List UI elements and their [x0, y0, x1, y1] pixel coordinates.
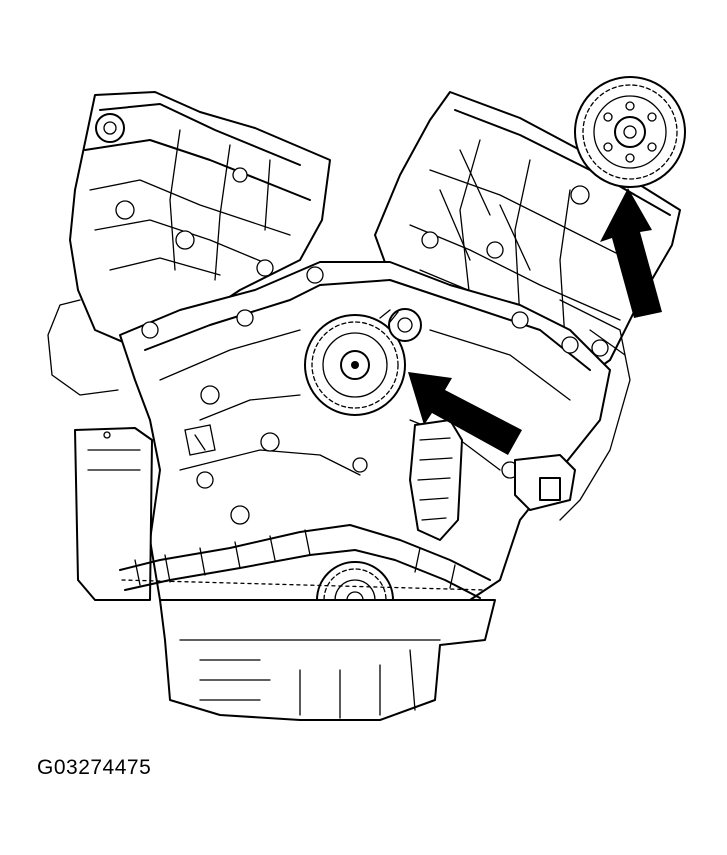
right-tensioner-bracket — [409, 299, 631, 541]
figure-id-label: G03274475 — [37, 756, 152, 779]
timing-chain — [119, 524, 491, 599]
left-camshaft-sprocket — [304, 308, 422, 416]
right-camshaft-sprocket — [574, 76, 686, 188]
oil-pan — [159, 599, 496, 721]
top-indicator-arrow — [600, 188, 662, 318]
left-side-housing — [74, 427, 153, 601]
center-indicator-arrow — [408, 372, 522, 455]
left-cylinder-head — [47, 91, 331, 396]
engine-block-front-cover — [119, 261, 611, 601]
